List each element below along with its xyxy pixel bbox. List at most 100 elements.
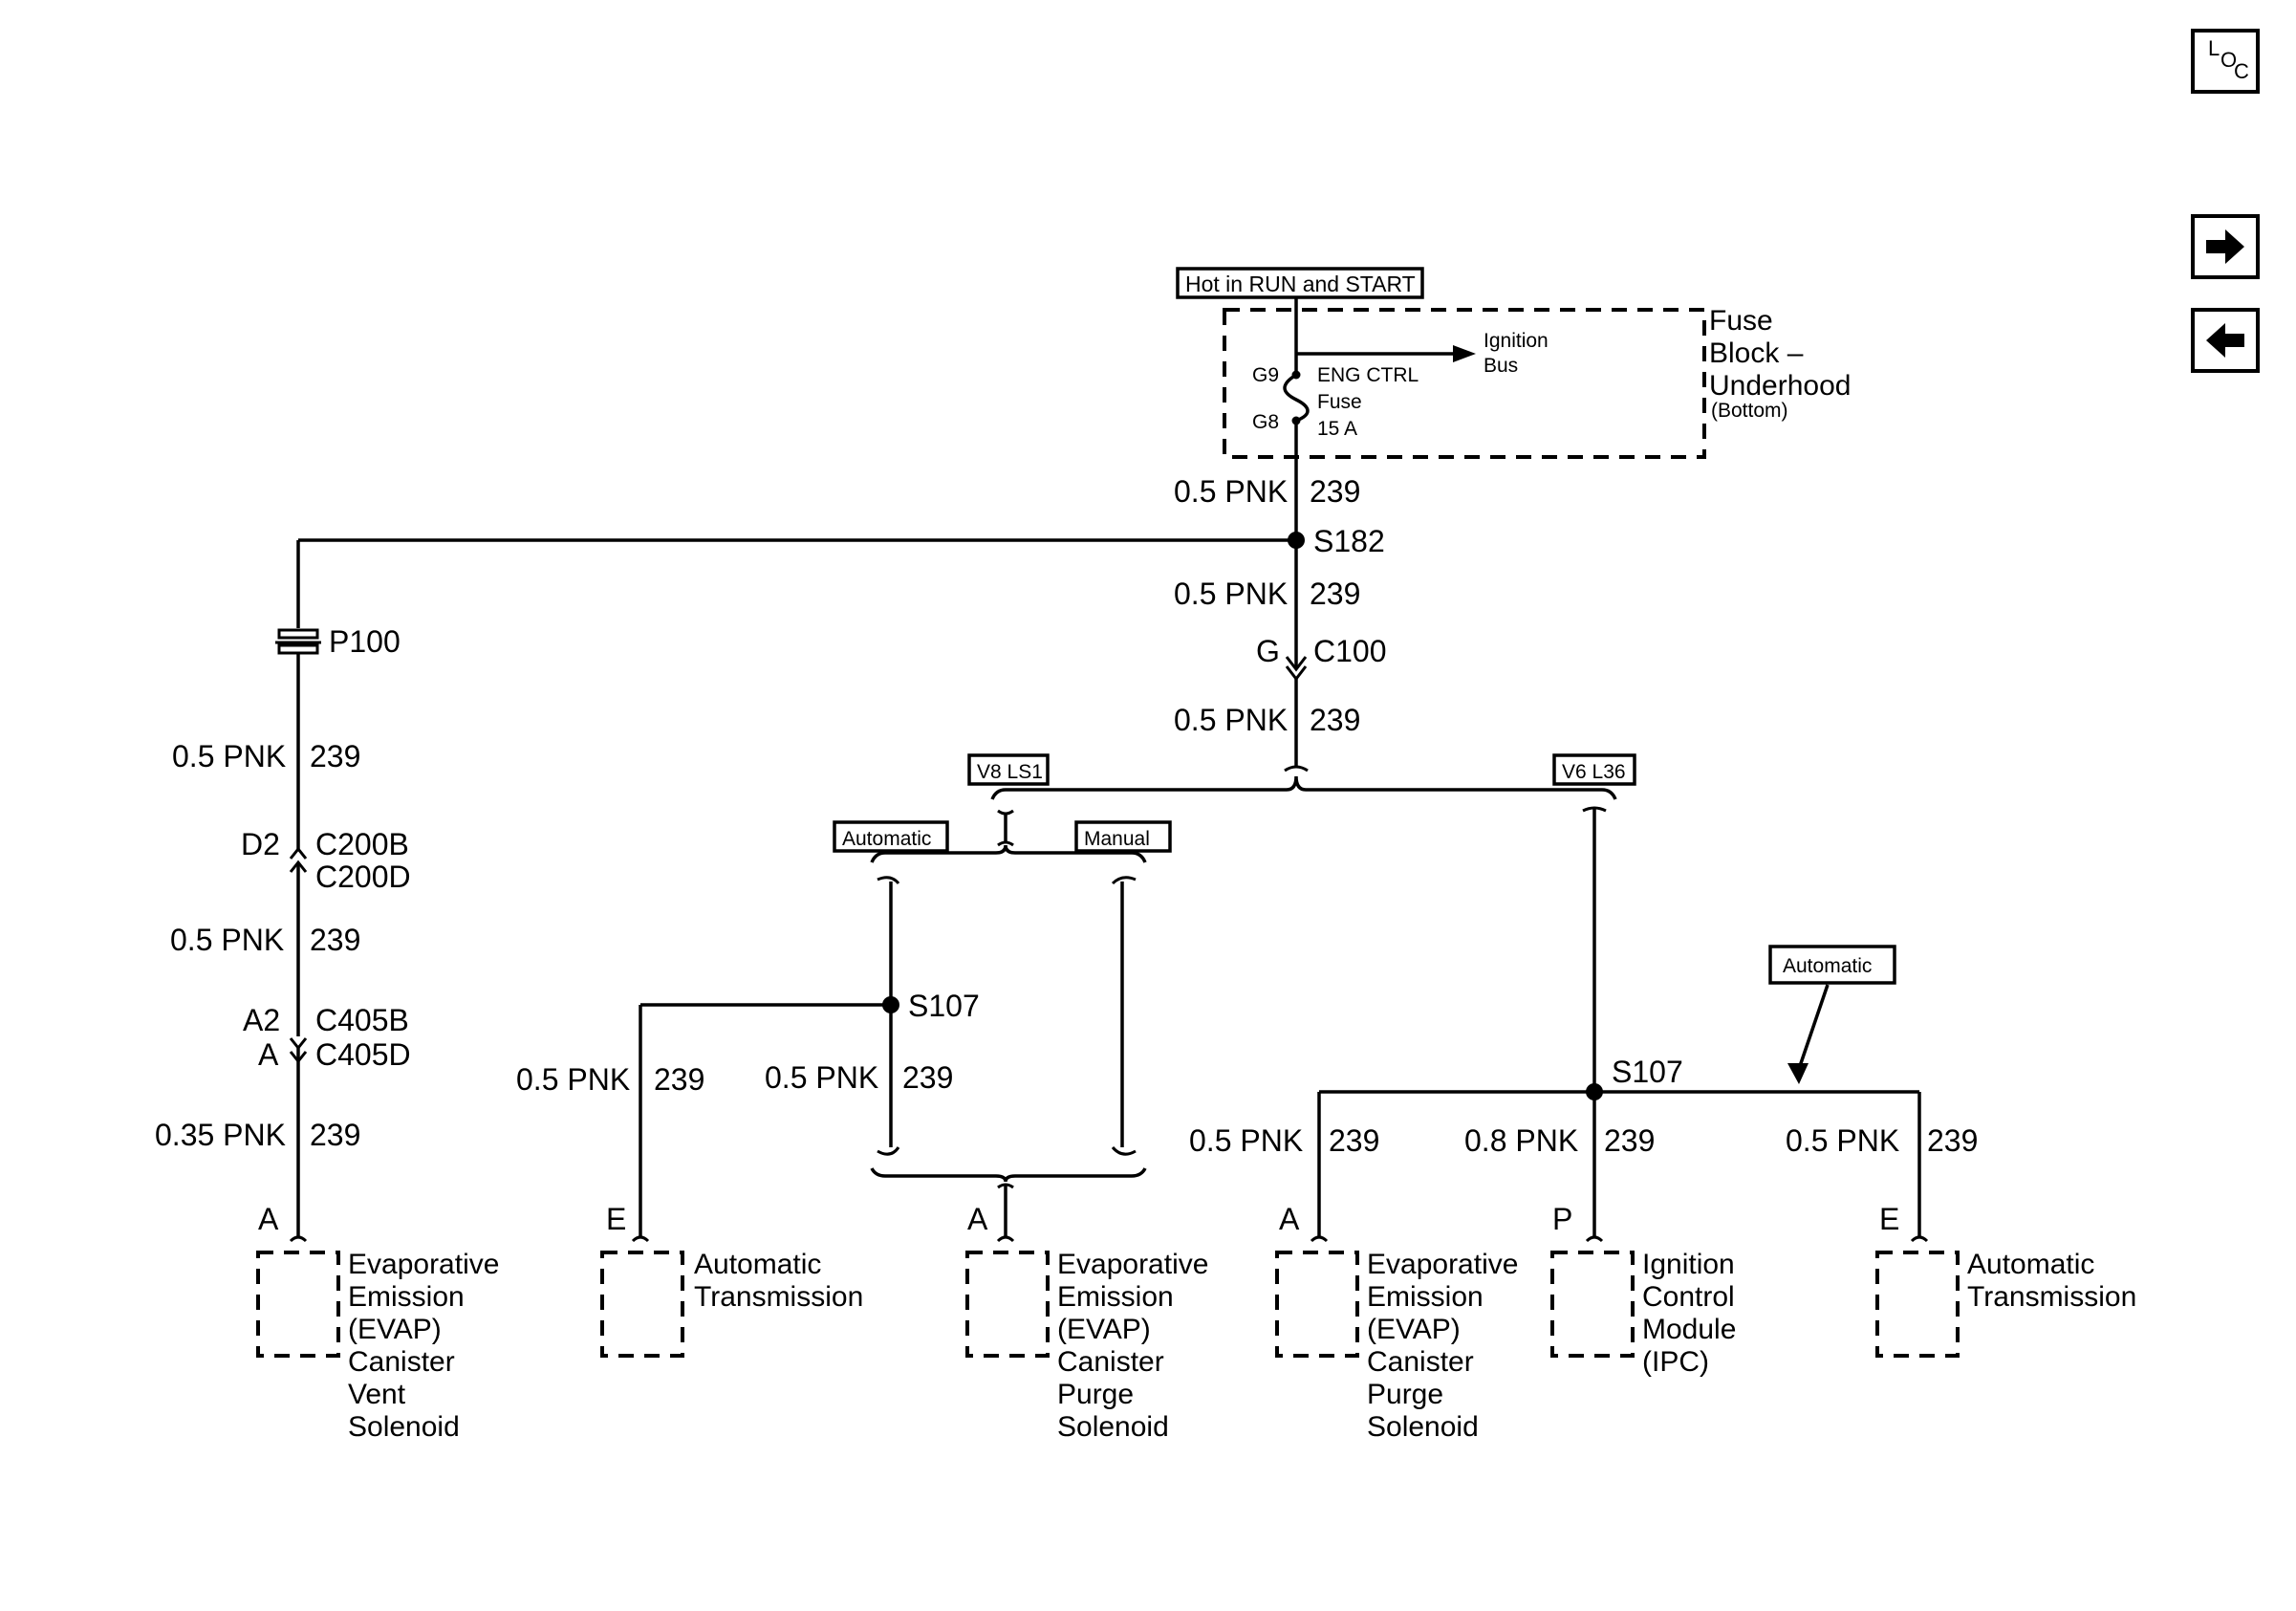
fuse-icon — [1283, 373, 1310, 423]
c405-pin-top: A2 — [243, 1003, 280, 1037]
option-automatic: Automatic — [842, 828, 931, 850]
purge-v6-line-6: Solenoid — [1367, 1411, 1479, 1443]
wire-gauge-icm: 0.8 PNK — [1464, 1123, 1578, 1158]
connector-c100: G C100 — [1256, 634, 1387, 682]
hot-label-box — [1176, 267, 1424, 299]
wire-circuit-purge-v8: 239 — [902, 1060, 953, 1095]
vent-line-5: Vent — [348, 1379, 406, 1410]
purge-v6-line-2: Emission — [1367, 1281, 1484, 1313]
component-auto-trans-v6: E Automatic Transmission — [1875, 1202, 2136, 1358]
splice-s107-v6-label: S107 — [1612, 1055, 1683, 1089]
icm-line-2: Control — [1642, 1281, 1735, 1313]
auto-trans-v6-line-2: Transmission — [1967, 1281, 2136, 1313]
loc-letter-o: O — [2220, 48, 2237, 72]
hot-label: Hot in RUN and START — [1185, 272, 1416, 296]
purge-v8-pin: A — [967, 1202, 988, 1236]
auto-trans-v6-line-1: Automatic — [1967, 1249, 2094, 1280]
wire-circuit-c405: 239 — [310, 1118, 360, 1152]
c100-label: C100 — [1313, 634, 1387, 668]
icm-line-1: Ignition — [1642, 1249, 1735, 1280]
vent-line-6: Solenoid — [348, 1411, 460, 1443]
wire-gauge-c200: 0.5 PNK — [170, 923, 284, 957]
prev-button[interactable] — [2191, 308, 2260, 373]
connector-c200: D2 C200B C200D — [241, 827, 411, 894]
arrow-right-icon — [2206, 229, 2244, 264]
c200-pin: D2 — [241, 827, 280, 861]
purge-v6-line-4: Canister — [1367, 1346, 1474, 1378]
ignition-bus-arrow-icon — [1453, 345, 1476, 362]
wire-gauge-c100: 0.5 PNK — [1174, 703, 1288, 737]
component-purge-v8: A Evaporative Emission (EVAP) Canister P… — [965, 1202, 1208, 1443]
wire-circuit-s182: 239 — [1310, 577, 1360, 611]
fuse-label-1: ENG CTRL — [1317, 364, 1419, 386]
splice-s107-v8-label: S107 — [908, 989, 980, 1023]
fuse-block-note: (Bottom) — [1711, 400, 1788, 422]
automatic-v6-arrow-icon — [1787, 1063, 1809, 1084]
wire-circuit-c200: 239 — [310, 923, 360, 957]
loc-letter-l: L — [2208, 36, 2220, 60]
wire-circuit-icm: 239 — [1604, 1123, 1655, 1158]
vent-pin: A — [258, 1202, 279, 1236]
component-vent-solenoid: A Evaporative Emission (EVAP) Canister V… — [256, 1202, 499, 1443]
bus-label-1: Ignition — [1484, 330, 1549, 352]
purge-v6-pin: A — [1279, 1202, 1300, 1236]
vent-line-2: Emission — [348, 1281, 465, 1313]
wire-gauge-auto-trans: 0.5 PNK — [516, 1062, 630, 1097]
vent-line-1: Evaporative — [348, 1249, 499, 1280]
option-manual: Manual — [1084, 828, 1150, 850]
fuse-block: Hot in RUN and START Fuse Block – Underh… — [1176, 267, 1851, 459]
icm-line-4: (IPC) — [1642, 1346, 1709, 1378]
pin-g9: G9 — [1252, 364, 1279, 386]
purge-v8-line-1: Evaporative — [1057, 1249, 1208, 1280]
fuse-block-outline — [1223, 308, 1706, 459]
wire-gauge-purge-v6: 0.5 PNK — [1189, 1123, 1303, 1158]
wire-gauge-purge-v8: 0.5 PNK — [765, 1060, 878, 1095]
c405-bottom: C405D — [315, 1037, 411, 1072]
wire-gauge-c405: 0.35 PNK — [155, 1118, 286, 1152]
purge-v8-line-3: (EVAP) — [1057, 1314, 1151, 1345]
purge-v6-line-3: (EVAP) — [1367, 1314, 1461, 1345]
wire-gauge-p100: 0.5 PNK — [172, 739, 286, 773]
splice-s182-label: S182 — [1313, 524, 1385, 558]
wire-circuit-c100: 239 — [1310, 703, 1360, 737]
loc-button[interactable]: L O C — [2191, 29, 2260, 94]
purge-v6-line-5: Purge — [1367, 1379, 1443, 1410]
p100-label: P100 — [329, 624, 401, 659]
option-automatic-v6: Automatic — [1783, 955, 1872, 977]
fuse-block-name-1: Fuse — [1709, 305, 1773, 337]
component-purge-v6: A Evaporative Emission (EVAP) Canister P… — [1275, 1202, 1518, 1443]
component-auto-trans-v8: E Automatic Transmission — [600, 1202, 863, 1358]
arrow-left-icon — [2206, 323, 2244, 358]
auto-trans-v8-line-2: Transmission — [694, 1281, 863, 1313]
c200-top: C200B — [315, 827, 409, 861]
c100-pin: G — [1256, 634, 1280, 668]
component-icm: P Ignition Control Module (IPC) — [1550, 1202, 1736, 1378]
vent-line-3: (EVAP) — [348, 1314, 442, 1345]
wire-circuit-p100: 239 — [310, 739, 360, 773]
bus-label-2: Bus — [1484, 355, 1518, 377]
auto-trans-v8-pin: E — [606, 1202, 626, 1236]
fuse-label-3: 15 A — [1317, 418, 1357, 440]
auto-trans-v8-line-1: Automatic — [694, 1249, 821, 1280]
c200-bottom: C200D — [315, 860, 411, 894]
wire-gauge-auto-trans-v6: 0.5 PNK — [1786, 1123, 1899, 1158]
vent-line-4: Canister — [348, 1346, 455, 1378]
pin-g8: G8 — [1252, 411, 1279, 433]
option-v6: V6 L36 — [1562, 761, 1626, 783]
connector-c405: A2 A C405B C405D — [243, 1003, 411, 1072]
auto-trans-v6-pin: E — [1879, 1202, 1899, 1236]
option-v8: V8 LS1 — [977, 761, 1043, 783]
c405-pin-bottom: A — [258, 1037, 279, 1072]
purge-v8-line-2: Emission — [1057, 1281, 1174, 1313]
purge-v8-line-5: Purge — [1057, 1379, 1134, 1410]
fuse-block-name-2: Block – — [1709, 337, 1804, 369]
purge-v6-line-1: Evaporative — [1367, 1249, 1518, 1280]
option-selector-v8 — [997, 809, 1014, 847]
wire-gauge-s182: 0.5 PNK — [1174, 577, 1288, 611]
connector-p100: P100 — [275, 624, 401, 659]
wire-circuit-auto-trans-v6: 239 — [1927, 1123, 1978, 1158]
icm-line-3: Module — [1642, 1314, 1736, 1345]
fuse-block-name-3: Underhood — [1709, 370, 1851, 402]
next-button[interactable] — [2191, 214, 2260, 279]
